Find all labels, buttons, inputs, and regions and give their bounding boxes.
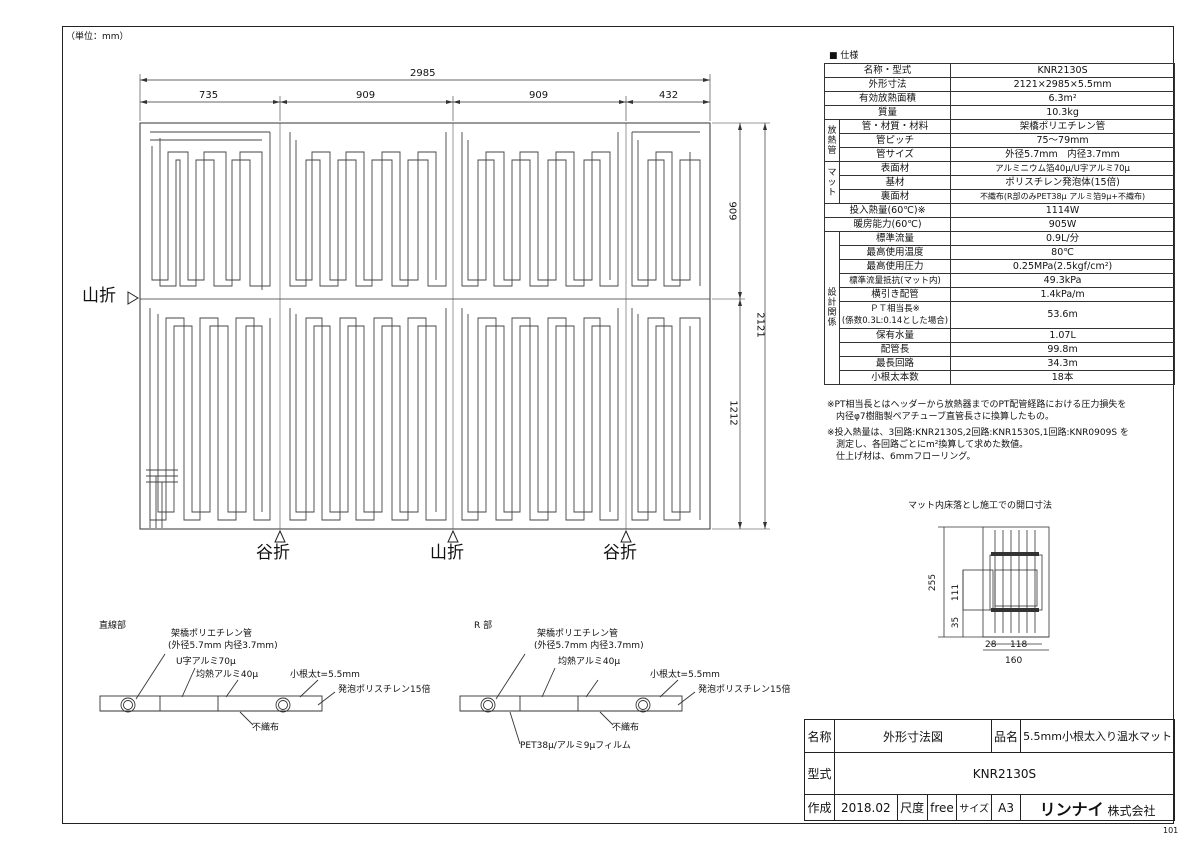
- drawing-number: 101: [1163, 826, 1179, 835]
- dim-segment-4: 432: [659, 90, 679, 101]
- fold-mark-left-icon: [127, 291, 139, 305]
- dim-right-top: 909: [726, 201, 738, 221]
- company-logo: リンナイ: [1039, 799, 1104, 819]
- dim-segment-2: 909: [356, 90, 376, 101]
- notes: ※PT相当長とはヘッダーから放熱器までのPT配管経路における圧力損失を 内径φ7…: [827, 400, 1129, 462]
- fold-label-2: 山折: [430, 543, 464, 563]
- fold-mark-2-icon: [447, 529, 459, 543]
- section-straight-title: 直線部: [99, 621, 127, 631]
- opening-dim-111: 111: [951, 583, 962, 602]
- opening-dim-160: 160: [1005, 656, 1023, 666]
- opening-diagram: [938, 526, 1050, 651]
- opening-dim-118: 118: [1010, 640, 1028, 650]
- dim-right-bottom: 1212: [727, 400, 739, 426]
- dim-segment-3: 909: [529, 90, 549, 101]
- mat-outline: [139, 122, 711, 530]
- dim-right-overall: 2121: [754, 312, 766, 338]
- section-r-title: R 部: [474, 621, 493, 631]
- section-views: [99, 653, 696, 745]
- pipe-layout: [146, 131, 701, 528]
- drawing-frame: [62, 26, 1174, 824]
- opening-dim-28: 28: [985, 640, 997, 650]
- opening-title: マット内床落とし施工での開口寸法: [908, 501, 1053, 511]
- fold-label-left: 山折: [82, 286, 116, 306]
- spec-header: ■ 仕様: [829, 51, 859, 61]
- dim-overall-width: 2985: [410, 68, 436, 79]
- title-block: 名称 外形寸法図 品名 5.5mm小根太入り温水マット 型式 KNR2130S …: [804, 719, 1176, 821]
- dim-segment-1: 735: [199, 90, 219, 101]
- opening-dim-255: 255: [928, 573, 939, 592]
- fold-label-1: 谷折: [256, 543, 290, 563]
- opening-dim-35: 35: [951, 616, 962, 629]
- fold-mark-3-icon: [620, 529, 632, 543]
- fold-mark-1-icon: [274, 529, 286, 543]
- unit-note: （単位：mm）: [66, 32, 129, 42]
- fold-label-3: 谷折: [603, 543, 637, 563]
